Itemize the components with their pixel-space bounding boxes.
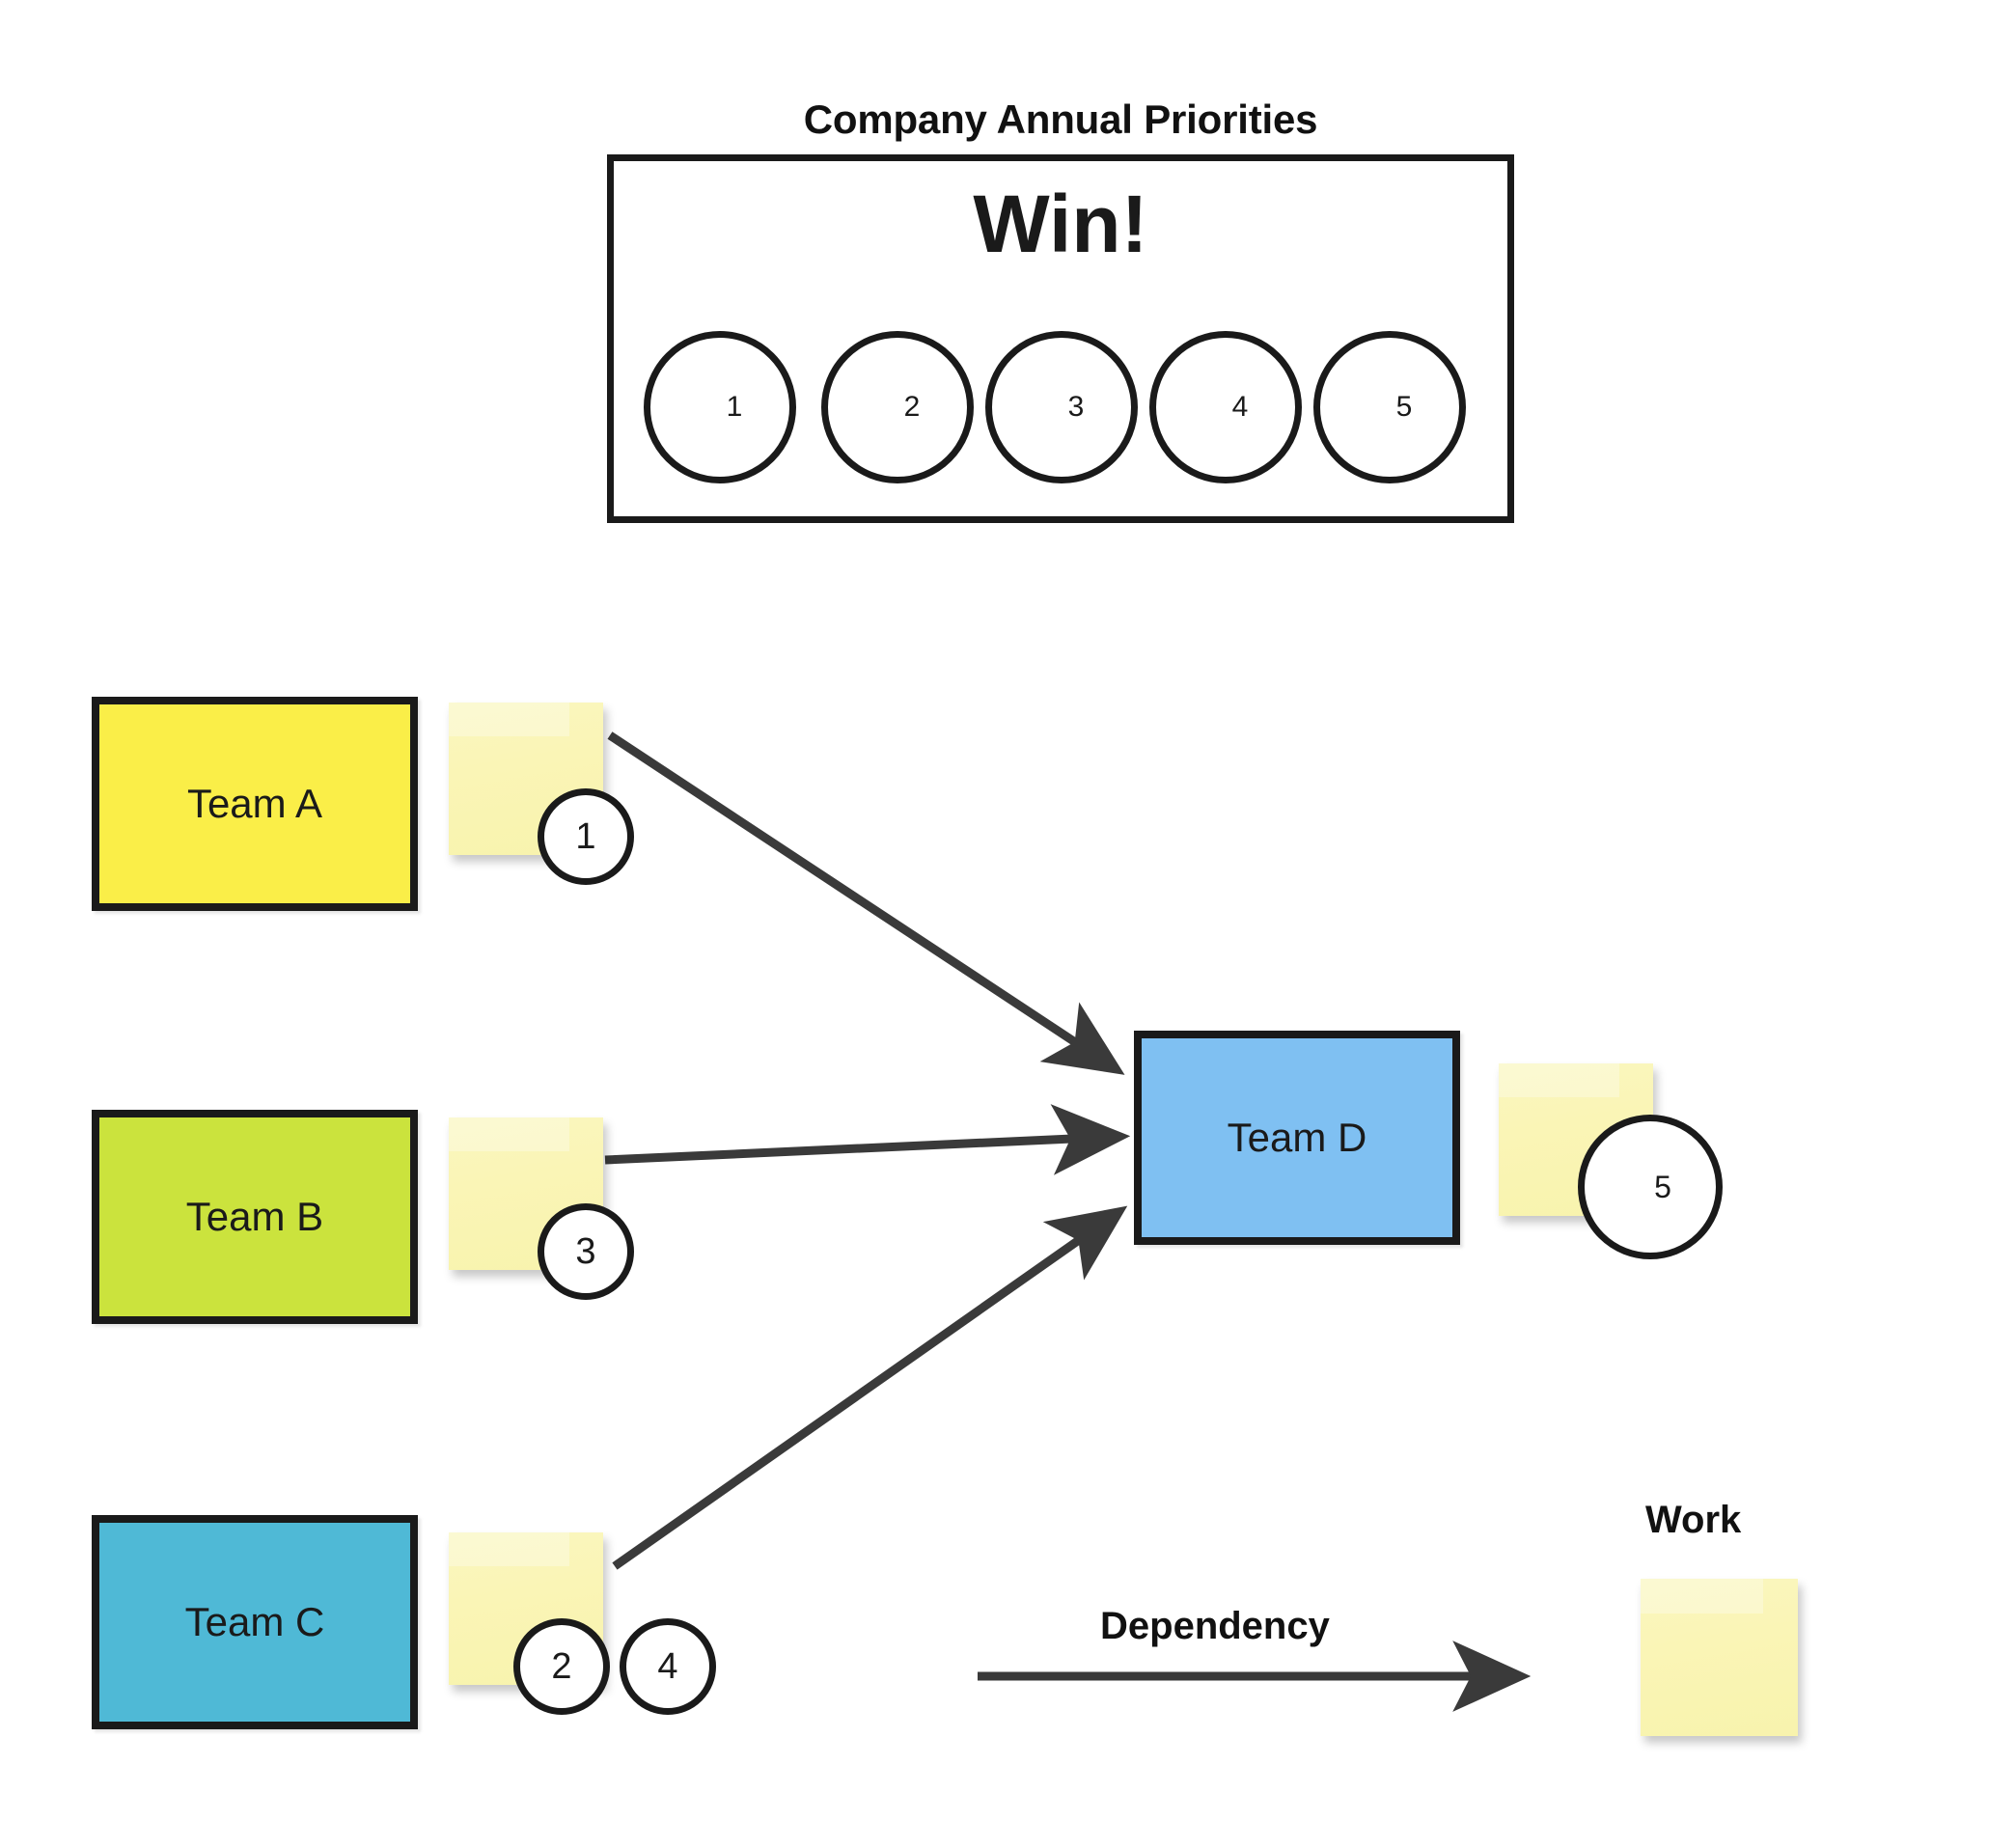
priority-circle-5[interactable]: 5: [1313, 331, 1466, 483]
work-circle-team-c-2[interactable]: 2: [513, 1618, 610, 1715]
sticky-note-team-b[interactable]: [449, 1117, 603, 1270]
team-a-label: Team A: [186, 781, 323, 826]
work-circle-team-b-3-label: 3: [575, 1230, 596, 1272]
priority-circle-2-label: 2: [903, 391, 921, 423]
priority-circle-1[interactable]: 1: [644, 331, 796, 483]
work-circle-team-d-5[interactable]: 5: [1578, 1115, 1723, 1259]
team-box-team-c[interactable]: Team C: [92, 1515, 418, 1729]
work-circle-team-d-5-label: 5: [1654, 1169, 1671, 1204]
work-circle-team-b-3[interactable]: 3: [538, 1203, 634, 1300]
team-box-team-a[interactable]: Team A: [92, 697, 418, 911]
dependency-arrow-team-a-to-team-d: [607, 731, 1125, 1075]
dependency-arrow-team-b-to-team-d: [604, 1104, 1131, 1175]
priority-circle-5-label: 5: [1395, 391, 1413, 423]
priority-circle-4[interactable]: 4: [1149, 331, 1302, 483]
priority-circle-3[interactable]: 3: [985, 331, 1138, 483]
work-circle-team-a-1[interactable]: 1: [538, 788, 634, 885]
priority-circle-4-label: 4: [1231, 391, 1249, 423]
team-d-label: Team D: [1227, 1115, 1367, 1160]
legend-work-label: Work: [1645, 1499, 1742, 1541]
priority-circle-2[interactable]: 2: [821, 331, 974, 483]
work-circle-team-c-4[interactable]: 4: [620, 1618, 716, 1715]
team-b-label: Team B: [185, 1194, 324, 1239]
work-circle-team-c-4-label: 4: [657, 1645, 678, 1687]
priority-circle-1-label: 1: [726, 391, 743, 423]
priority-circle-3-label: 3: [1067, 391, 1085, 423]
team-c-label: Team C: [184, 1599, 325, 1644]
dependency-arrow-team-c-to-team-d: [612, 1205, 1128, 1570]
win-headline: Win!: [973, 179, 1148, 269]
team-box-team-d[interactable]: Team D: [1134, 1031, 1460, 1245]
legend-work-sticky-note: [1641, 1579, 1798, 1736]
work-circle-team-c-2-label: 2: [551, 1645, 572, 1687]
priorities-title: Company Annual Priorities: [803, 97, 1318, 142]
work-circle-team-a-1-label: 1: [575, 815, 596, 857]
team-box-team-b[interactable]: Team B: [92, 1110, 418, 1324]
legend-dependency-label: Dependency: [1100, 1605, 1330, 1647]
